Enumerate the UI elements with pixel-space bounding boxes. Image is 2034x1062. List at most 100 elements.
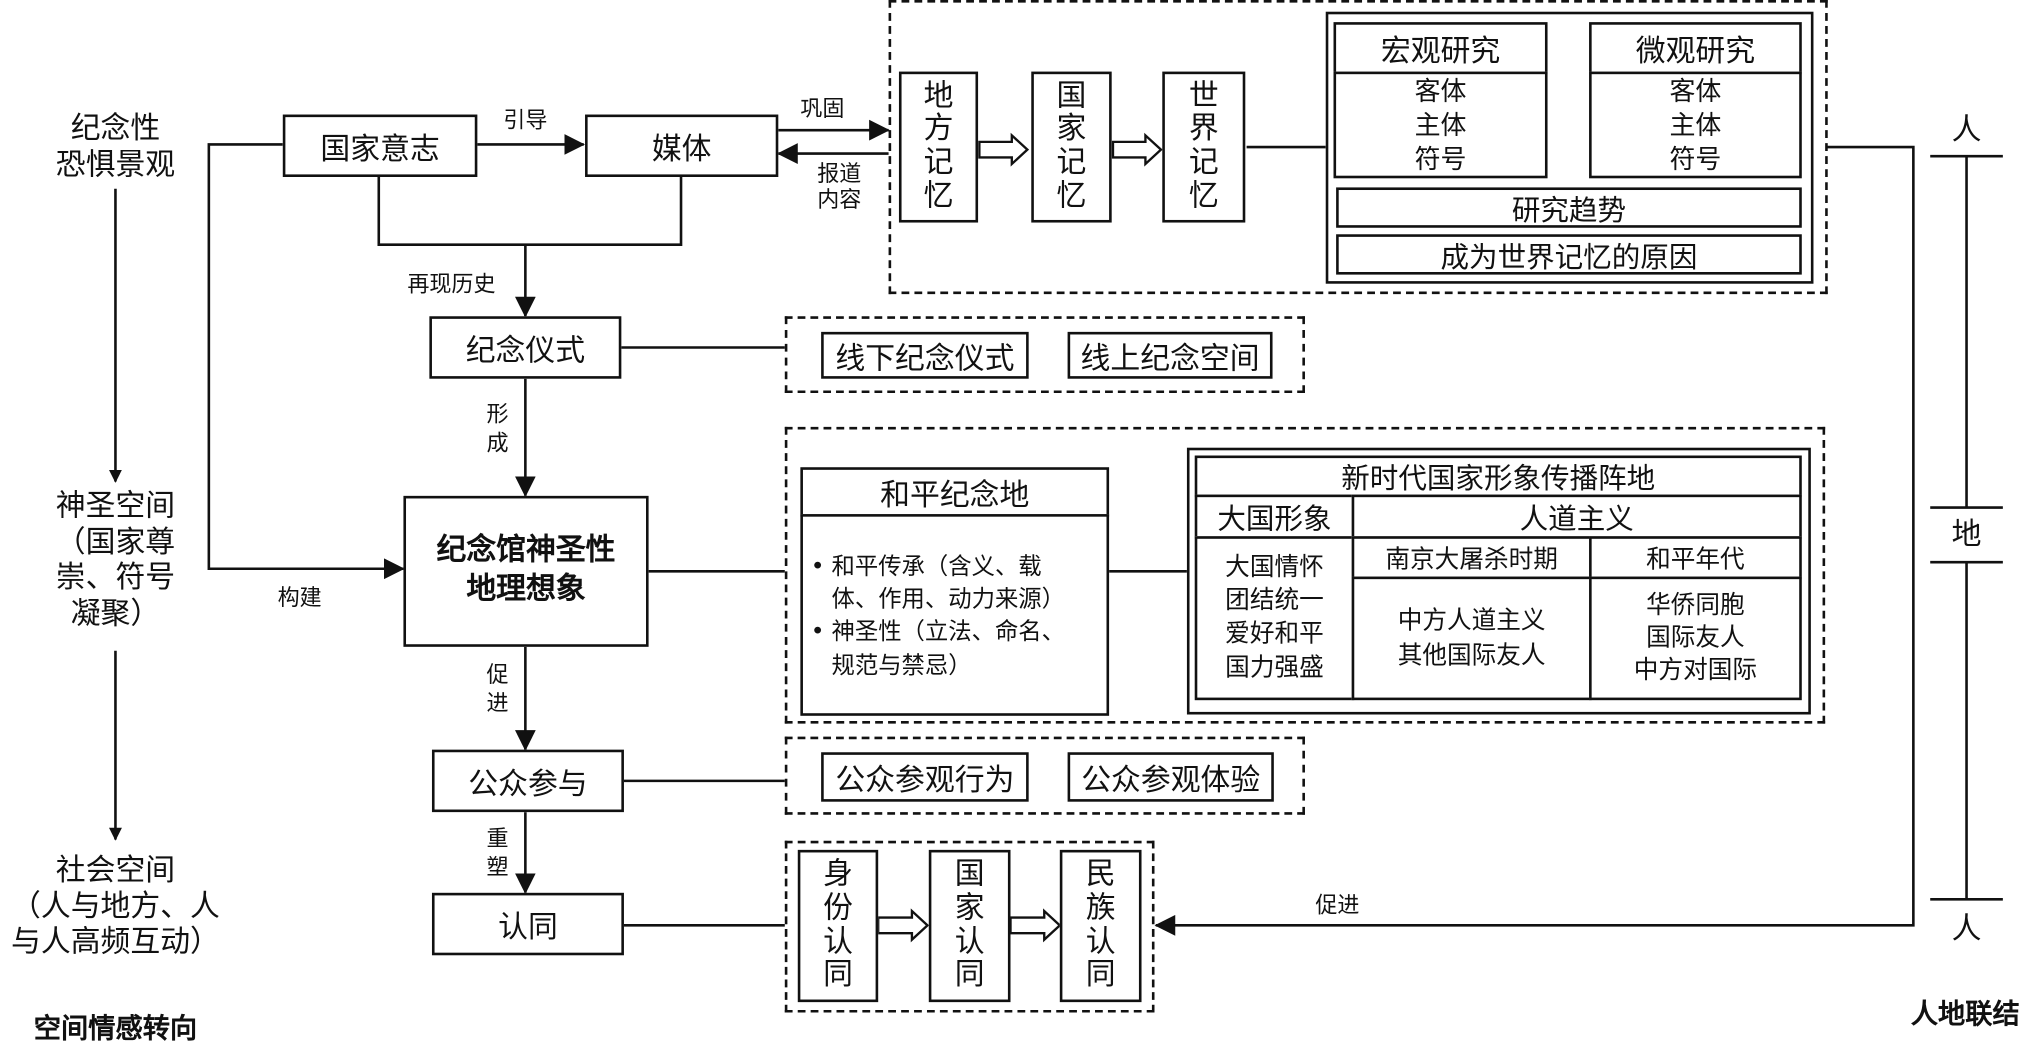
ceremony-group (784, 316, 1305, 394)
massacre-period-title-box: 南京大屠杀时期 (1351, 536, 1592, 580)
peace-front-group (784, 426, 1826, 724)
sanctity-bullet-text: 神圣性（立法、命名、 规范与禁忌） (831, 618, 1065, 679)
visit-behavior-label: 公众参观行为 (835, 763, 1015, 798)
research-trend-box: 研究趋势 (1336, 187, 1802, 228)
national-will-box: 国家意志 (282, 114, 478, 177)
consolidate-edge-label: 巩固 (800, 96, 845, 123)
report-edge-label: 报道 内容 (817, 161, 862, 214)
massacre-period-items: 中方人道主义 其他国际友人 (1397, 606, 1546, 670)
humanity-title: 人道主义 (1519, 503, 1634, 537)
ceremony-box: 纪念仪式 (429, 316, 622, 379)
research-trend: 研究趋势 (1511, 194, 1627, 228)
guide-edge-label: 引导 (503, 108, 548, 135)
bullet-dot: • (810, 553, 825, 581)
media-label: 媒体 (651, 132, 712, 167)
national-identity-box: 国家认同 (928, 849, 1011, 1003)
micro-items: 客体 主体 符号 (1669, 75, 1722, 175)
great-power-title-box: 大国形象 (1194, 494, 1355, 539)
core-label: 纪念馆神圣性 地理想象 (436, 533, 616, 607)
peace-site-content-box: • 和平传承（含义、载 体、作用、动力来源） • 神圣性（立法、命名、 规范与禁… (800, 514, 1110, 716)
right-feedback-line (1154, 145, 1915, 936)
front-title-box: 新时代国家形象传播阵地 (1194, 455, 1802, 498)
massacre-period-title: 南京大屠杀时期 (1385, 545, 1558, 574)
reproduce-bracket (377, 176, 683, 246)
participation-group (784, 736, 1305, 815)
peace-site-bullets: • 和平传承（含义、载 体、作用、动力来源） • 神圣性（立法、命名、 规范与禁… (803, 517, 1065, 682)
peace-era-items: 华侨同胞 国际友人 中方对国际 (1633, 591, 1758, 685)
massacre-period-items-box: 中方人道主义 其他国际友人 (1351, 576, 1592, 701)
national-will-label: 国家意志 (320, 132, 440, 167)
hollow-arrow-identity-2 (1009, 908, 1062, 943)
left-axis-top-label: 纪念性 恐惧景观 (55, 111, 176, 182)
construct-edge-label: 构建 (277, 585, 322, 612)
hollow-arrow-memory-1 (978, 132, 1030, 167)
macro-title-box: 宏观研究 (1333, 22, 1548, 75)
reproduce-edge-label: 再现历史 (407, 272, 496, 299)
identity-box: 认同 (431, 892, 624, 956)
core-box: 纪念馆神圣性 地理想象 (403, 495, 649, 647)
peace-bullet-item: • 和平传承（含义、载 体、作用、动力来源） (811, 551, 1065, 617)
macro-items: 客体 主体 符号 (1414, 75, 1467, 175)
local-memory-box: 地方记忆 (898, 71, 979, 223)
left-axis-middle-label: 神圣空间 （国家尊 崇、符号 凝聚） (55, 489, 176, 631)
participation-label: 公众参与 (468, 767, 588, 802)
left-axis-caption: 空间情感转向 (33, 1012, 198, 1044)
visit-behavior-box: 公众参观行为 (821, 752, 1029, 802)
local-memory-label: 地方记忆 (923, 78, 954, 214)
peace-bullet-item: • 神圣性（立法、命名、 规范与禁忌） (811, 616, 1065, 682)
offline-ceremony-label: 线下纪念仪式 (835, 342, 1015, 377)
national-memory-box: 国家记忆 (1031, 71, 1112, 223)
ethnic-identity-box: 民族认同 (1059, 849, 1142, 1003)
identity-group (784, 840, 1155, 1013)
promote-right-edge-label: 促进 (1315, 892, 1360, 919)
media-box: 媒体 (585, 114, 779, 177)
bullet-dot: • (810, 618, 825, 647)
world-memory-reason-box: 成为世界记忆的原因 (1336, 234, 1802, 275)
visit-experience-box: 公众参观体验 (1067, 752, 1274, 802)
peace-site-title-box: 和平纪念地 (800, 467, 1110, 517)
peace-era-title-box: 和平年代 (1589, 536, 1802, 580)
micro-items-box: 客体 主体 符号 (1589, 71, 1802, 179)
construct-line (207, 143, 405, 580)
participation-box: 公众参与 (431, 749, 624, 813)
right-axis-bottom-label: 人 (1951, 912, 1982, 947)
right-axis-caption: 人地联结 (1910, 998, 2020, 1030)
great-power-items-box: 大国情怀 团结统一 爱好和平 国力强盛 (1194, 536, 1355, 701)
memory-group (888, 0, 1828, 295)
peace-era-title: 和平年代 (1646, 545, 1745, 574)
hollow-arrow-memory-2 (1111, 132, 1163, 167)
online-space-box: 线上纪念空间 (1067, 331, 1273, 379)
identity-label: 认同 (498, 911, 558, 945)
right-axis-top-label: 人 (1951, 113, 1982, 148)
right-axis-middle-label: 地 (1951, 517, 1982, 552)
online-space-label: 线上纪念空间 (1080, 342, 1260, 377)
world-memory-reason: 成为世界记忆的原因 (1440, 241, 1698, 274)
personal-identity-box: 身份认同 (797, 849, 879, 1003)
ceremony-label: 纪念仪式 (465, 334, 586, 369)
national-memory-label: 国家记忆 (1056, 78, 1087, 214)
world-memory-box: 世界记忆 (1162, 71, 1246, 223)
personal-identity-label: 身份认同 (823, 857, 853, 993)
humanity-title-box: 人道主义 (1351, 494, 1802, 539)
reshape-edge-label: 重塑 (486, 826, 509, 882)
offline-ceremony-box: 线下纪念仪式 (821, 331, 1029, 379)
front-title: 新时代国家形象传播阵地 (1341, 463, 1656, 496)
micro-title-box: 微观研究 (1589, 22, 1802, 75)
hollow-arrow-identity-1 (877, 908, 930, 943)
peace-site-title: 和平纪念地 (880, 478, 1030, 513)
great-power-items: 大国情怀 团结统一 爱好和平 国力强盛 (1225, 552, 1324, 682)
national-identity-label: 国家认同 (954, 857, 985, 993)
macro-title: 宏观研究 (1380, 35, 1501, 69)
form-edge-label: 形成 (486, 402, 509, 457)
micro-title: 微观研究 (1635, 35, 1756, 69)
promote-edge-label: 促进 (486, 662, 509, 718)
macro-items-box: 客体 主体 符号 (1333, 71, 1548, 179)
ethnic-identity-label: 民族认同 (1085, 857, 1116, 993)
visit-experience-label: 公众参观体验 (1081, 763, 1261, 798)
peace-bullet-text: 和平传承（含义、载 体、作用、动力来源） (831, 553, 1065, 614)
left-axis-bottom-label: 社会空间 （人与地方、人 与人高频互动） (11, 853, 220, 960)
peace-era-items-box: 华侨同胞 国际友人 中方对国际 (1589, 576, 1802, 701)
great-power-title: 大国形象 (1217, 503, 1332, 537)
world-memory-label: 世界记忆 (1188, 78, 1219, 214)
